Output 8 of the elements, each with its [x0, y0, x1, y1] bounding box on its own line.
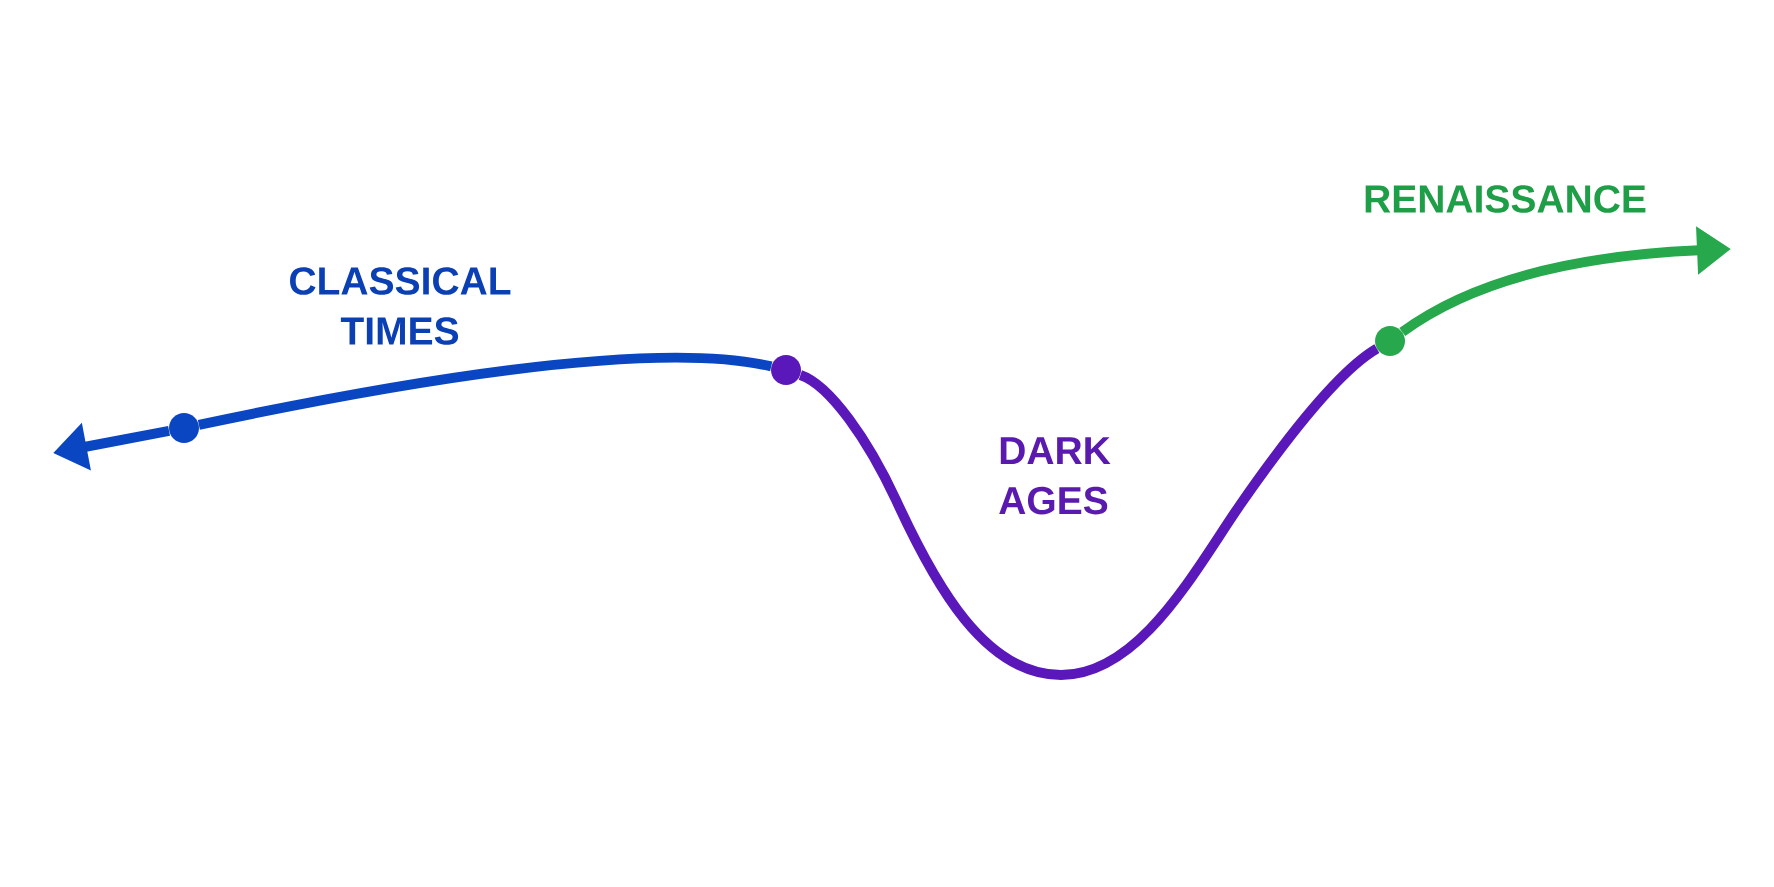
- period-label: RENAISSANCE: [1365, 185, 1646, 213]
- period-label: CLASSICAL TIMES: [290, 267, 511, 345]
- period-label: DARK AGES: [999, 437, 1111, 515]
- timeline-dot: [169, 413, 199, 443]
- timeline-dot: [1375, 326, 1405, 356]
- timeline-dot: [771, 355, 801, 385]
- curve-line: [798, 344, 1380, 680]
- curve-line: [197, 352, 773, 430]
